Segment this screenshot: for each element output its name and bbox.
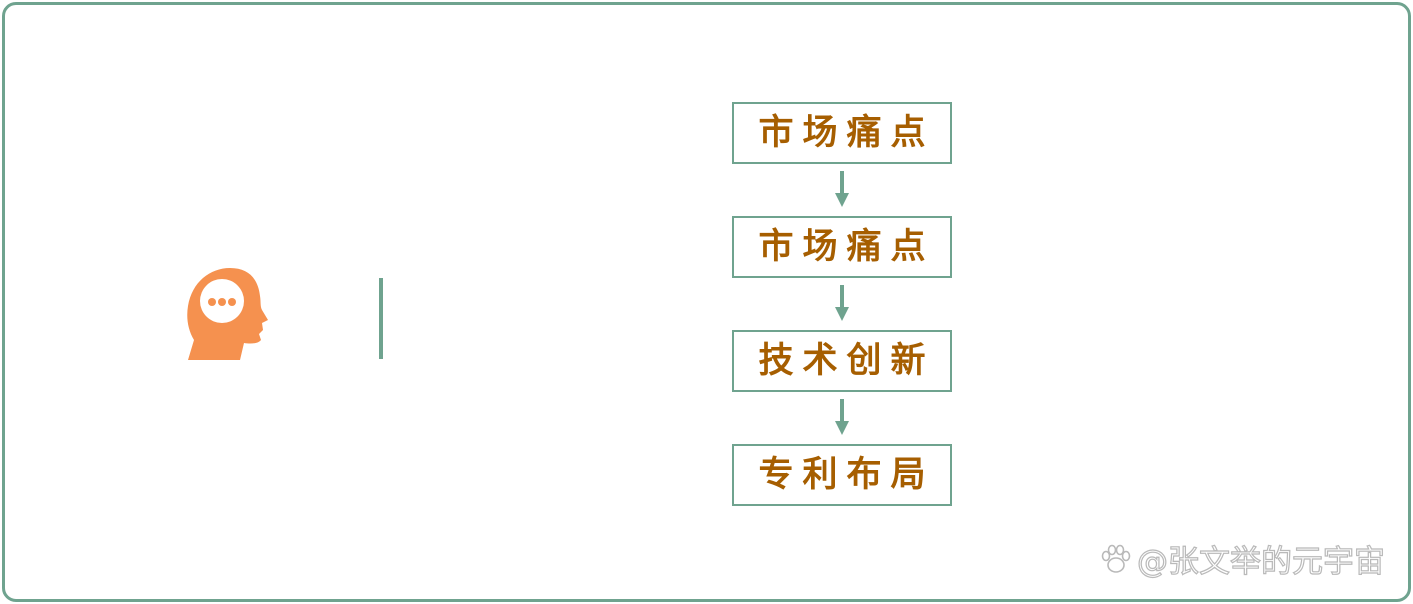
flow-step-3: 技术创新 <box>732 330 952 392</box>
flow-step-4-label: 专利布局 <box>758 454 935 495</box>
flow-step-3-label: 技术创新 <box>758 340 935 381</box>
arrow-down-icon <box>834 285 850 321</box>
flow-step-1: 市场痛点 <box>732 102 952 164</box>
flow-step-1-label: 市场痛点 <box>758 112 935 153</box>
arrow-down-icon <box>834 171 850 207</box>
flow-step-4: 专利布局 <box>732 444 952 506</box>
flow-step-2-label: 市场痛点 <box>758 226 935 267</box>
watermark-text: @张文举的元宇宙 <box>1136 543 1385 580</box>
flow-step-2: 市场痛点 <box>732 216 952 278</box>
arrow-down-icon <box>834 399 850 435</box>
head-with-speech-bubble-icon <box>186 268 268 360</box>
paw-icon <box>1101 544 1131 573</box>
vertical-divider <box>379 278 383 359</box>
watermark: @张文举的元宇宙 <box>1099 536 1386 581</box>
